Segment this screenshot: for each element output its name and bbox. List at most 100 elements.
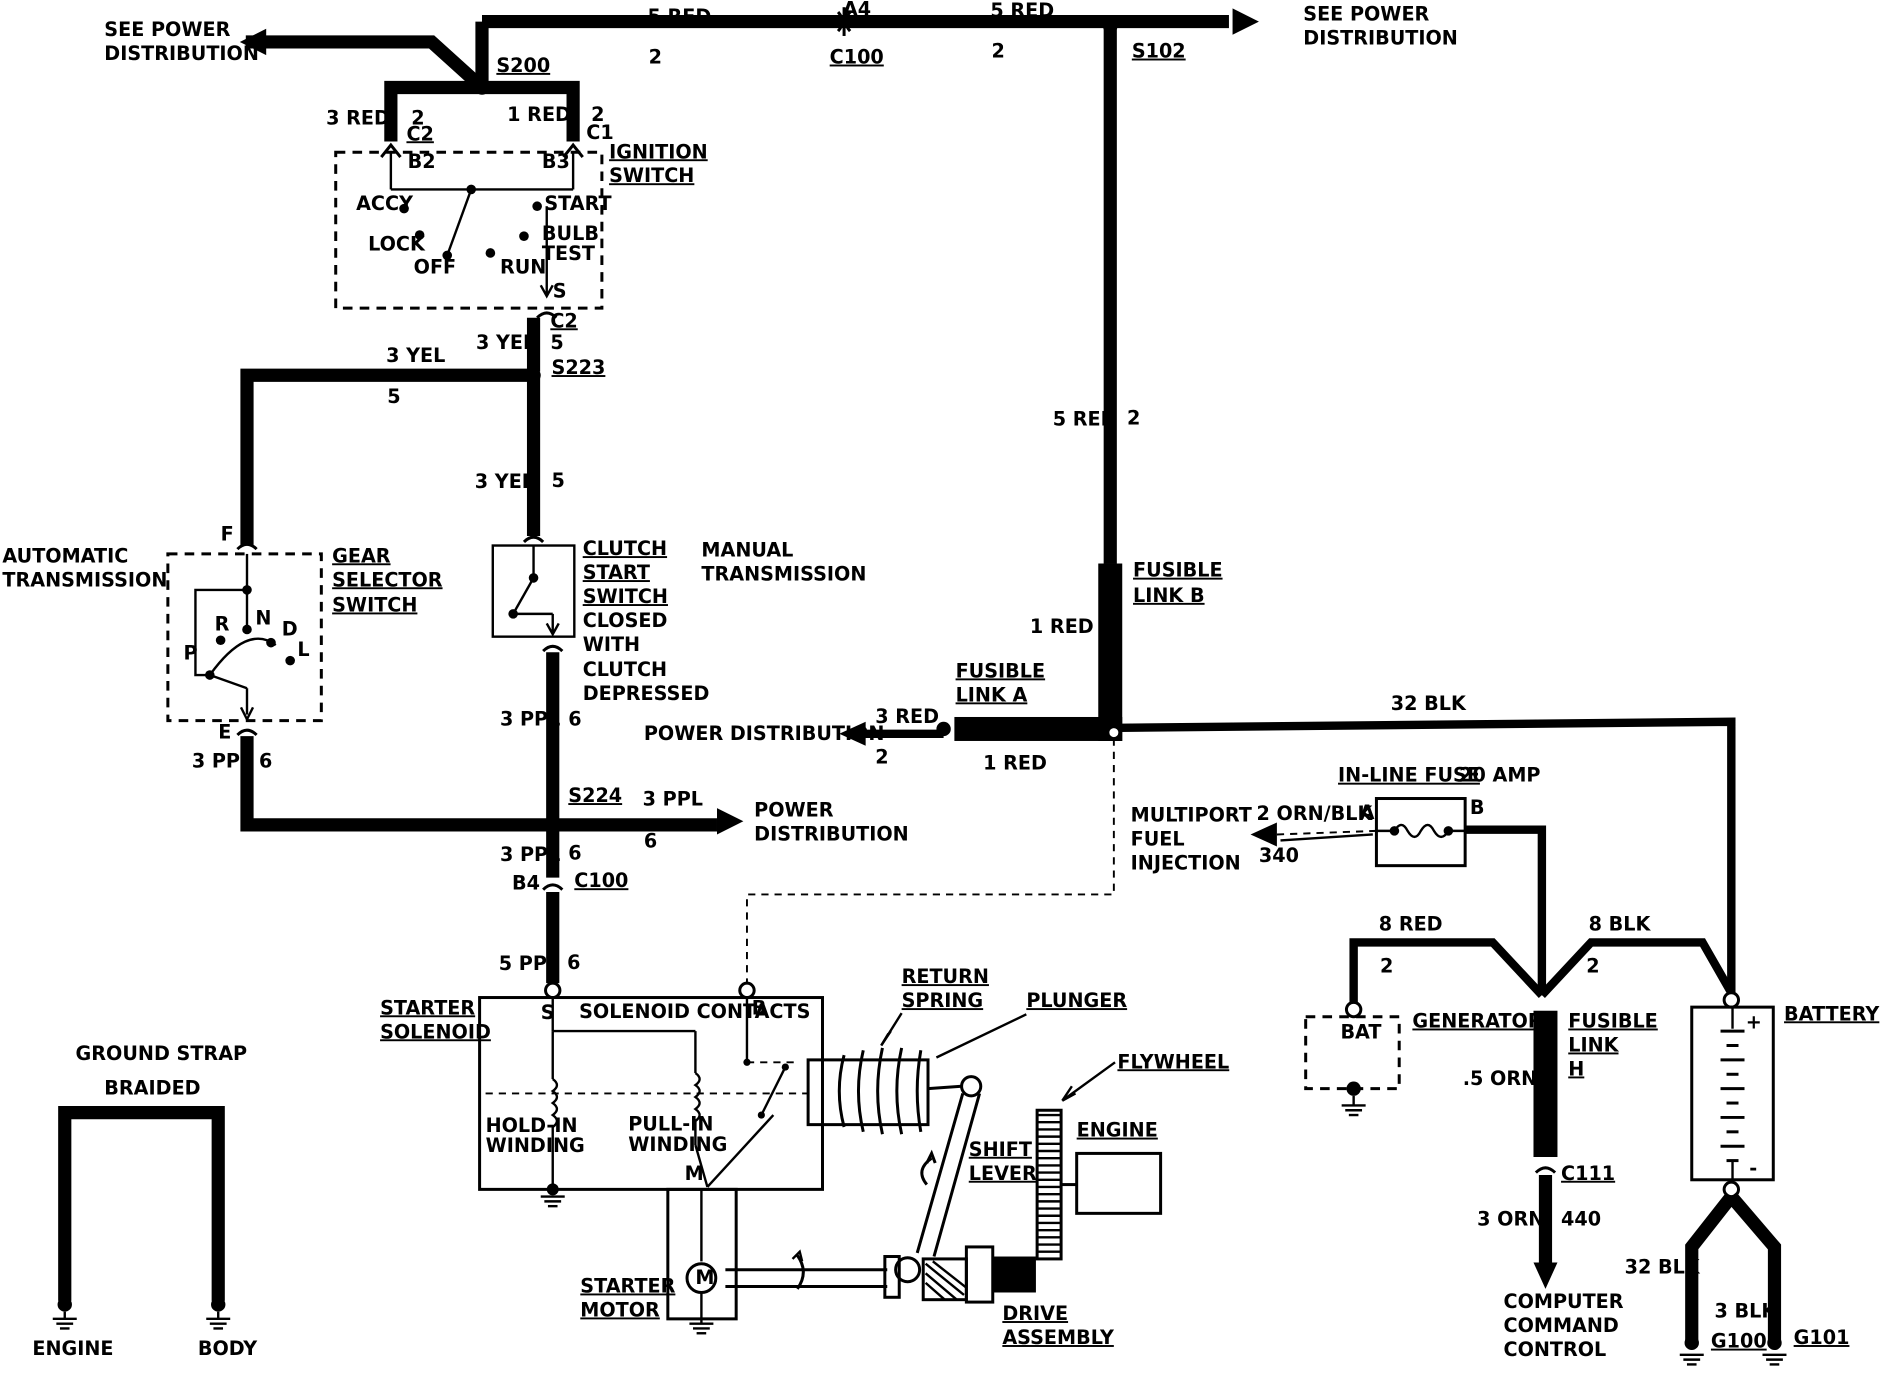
gear-selector-switch [166,552,552,832]
position-run: RUN [500,255,546,278]
automatic-transmission-line2: TRANSMISSION [2,568,167,591]
solenoid-terminal-m: M [685,1162,704,1185]
fusible-link-b-line1: FUSIBLE [1133,559,1223,582]
circuit-2-vertical: 2 [1127,406,1140,429]
circuit-6-low: 6 [568,842,581,865]
battery-label: BATTERY [1784,1002,1880,1025]
connector-pin-b4: B4 [512,872,540,895]
hold-in-winding-line2: WINDING [486,1134,585,1157]
wire-label-3ppl-low: 3 PPL [500,843,560,866]
position-accy: ACCY [356,192,414,215]
wire-label-3yel-short: 3 YEL [476,331,535,354]
multiport-fuel-injection-line2: FUEL [1131,827,1185,850]
fusible-link-h-line3: H [1568,1057,1584,1080]
fuse-terminal-a: A [1360,801,1375,824]
wire-label-3yel-mid: 3 YEL [475,470,534,493]
connector-c111: C111 [1561,1162,1615,1185]
pull-in-winding-line2: WINDING [628,1133,727,1156]
fuse-terminal-b: B [1470,796,1485,819]
terminal-f: F [221,523,234,546]
connector-c2-bottom: C2 [550,309,577,332]
gear-d: D [282,617,298,640]
wire-label-5red-vertical: 5 RED [1053,408,1117,431]
circuit-6-mid: 6 [568,707,581,730]
wire-label-3orn: 3 ORN [1477,1207,1544,1230]
wire-label-5red-top-right: 5 RED [990,0,1054,22]
wire-label-5red-top-left: 5 RED [647,5,711,28]
manual-transmission-line2: TRANSMISSION [701,562,866,585]
position-bulb-test-line2: TEST [542,242,595,265]
ground-g100: G100 [1711,1330,1767,1353]
circuit-6-left: 6 [259,749,272,772]
wire-label-32blk-low: 32 BLK [1625,1255,1701,1278]
connector-c100-top: C100 [830,46,884,69]
fusible-link-h-line2: LINK [1568,1033,1619,1056]
ignition-switch-label-line2: SWITCH [609,164,694,187]
wire-label-3ppl-right: 3 PPL [643,788,703,811]
flywheel-label: FLYWHEEL [1117,1050,1229,1073]
circuit-5-left: 5 [387,385,400,408]
ground-engine-label: ENGINE [32,1337,113,1360]
wire-label-3ppl-left: 3 PPL [192,749,252,772]
pull-in-winding-line1: PULL-IN [628,1113,713,1136]
power-distribution-low-line2: DISTRIBUTION [754,822,909,845]
clutch-note-line1: CLOSED [583,609,668,632]
fusible-links [738,545,1741,1009]
ground-body-label: BODY [198,1337,258,1360]
power-distribution-low-line1: POWER [754,798,834,821]
power-distribution-mid: POWER DISTRIBUTION [644,722,885,745]
circuit-2-8blk: 2 [1586,954,1599,977]
wire-label-1red-low: 1 RED [983,752,1047,775]
position-off: OFF [414,255,457,278]
gear-n: N [255,607,271,630]
position-start: START [544,192,611,215]
return-spring-line2: SPRING [902,989,984,1012]
splice-s223: S223 [552,356,606,379]
wire-label-3ppl-mid: 3 PPL [500,707,560,730]
fusible-link-b-line2: LINK B [1133,584,1205,607]
position-lock: LOCK [368,233,426,256]
fusible-link-a-line1: FUSIBLE [956,659,1046,682]
multiport-fuel-injection-line3: INJECTION [1131,851,1241,874]
drive-assembly-line2: ASSEMBLY [1002,1326,1115,1349]
position-bulb-test-line1: BULB [542,222,599,245]
battery-minus: - [1749,1157,1757,1180]
connector-c2-top: C2 [406,122,433,145]
battery [1679,1005,1787,1366]
computer-command-control-line3: CONTROL [1504,1338,1607,1361]
return-spring-line1: RETURN [902,965,989,988]
circuit-6-right: 6 [644,830,657,853]
wire-label-1red-top: 1 RED [507,103,571,126]
fusible-link-h-line1: FUSIBLE [1568,1010,1658,1033]
clutch-note-line3: CLUTCH [583,658,667,681]
splice-s102: S102 [1132,40,1186,63]
battery-plus: + [1746,1011,1762,1034]
solenoid-terminal-b: B [752,996,767,1019]
starter-solenoid-line1: STARTER [380,996,475,1019]
braided-label: BRAIDED [104,1077,200,1100]
wire-label-8blk: 8 BLK [1589,912,1652,935]
connector-c1-top: C1 [586,121,613,144]
solenoid-terminal-s: S [541,1001,555,1024]
top-wiring [239,7,1259,546]
clutch-switch-label-line1: CLUTCH [583,537,667,560]
ignition-switch [334,142,604,372]
clutch-note-line4: DEPRESSED [583,682,710,705]
wire-label-3red: 3 RED [326,107,390,130]
inline-fuse-label: IN-LINE FUSE [1338,764,1480,787]
pin-c2-num: 2 [411,107,424,130]
hold-in-winding-line1: HOLD-IN [486,1114,578,1137]
ground-g101: G101 [1794,1326,1850,1349]
inline-fuse-generator [1250,797,1735,1289]
starter-solenoid-line2: SOLENOID [380,1020,491,1043]
ignition-switch-label-line1: IGNITION [609,140,708,163]
circuit-2-top-right: 2 [992,40,1005,63]
wire-label-3yel-left: 3 YEL [386,344,445,367]
wire-label-2orn-blk: 2 ORN/BLK [1257,802,1374,825]
splice-s200: S200 [496,54,550,77]
wire-label-3red-pd: 3 RED [875,705,939,728]
manual-transmission-line1: MANUAL [701,538,793,561]
terminal-e: E [218,721,231,744]
fuse-rating: 20 AMP [1459,764,1540,787]
